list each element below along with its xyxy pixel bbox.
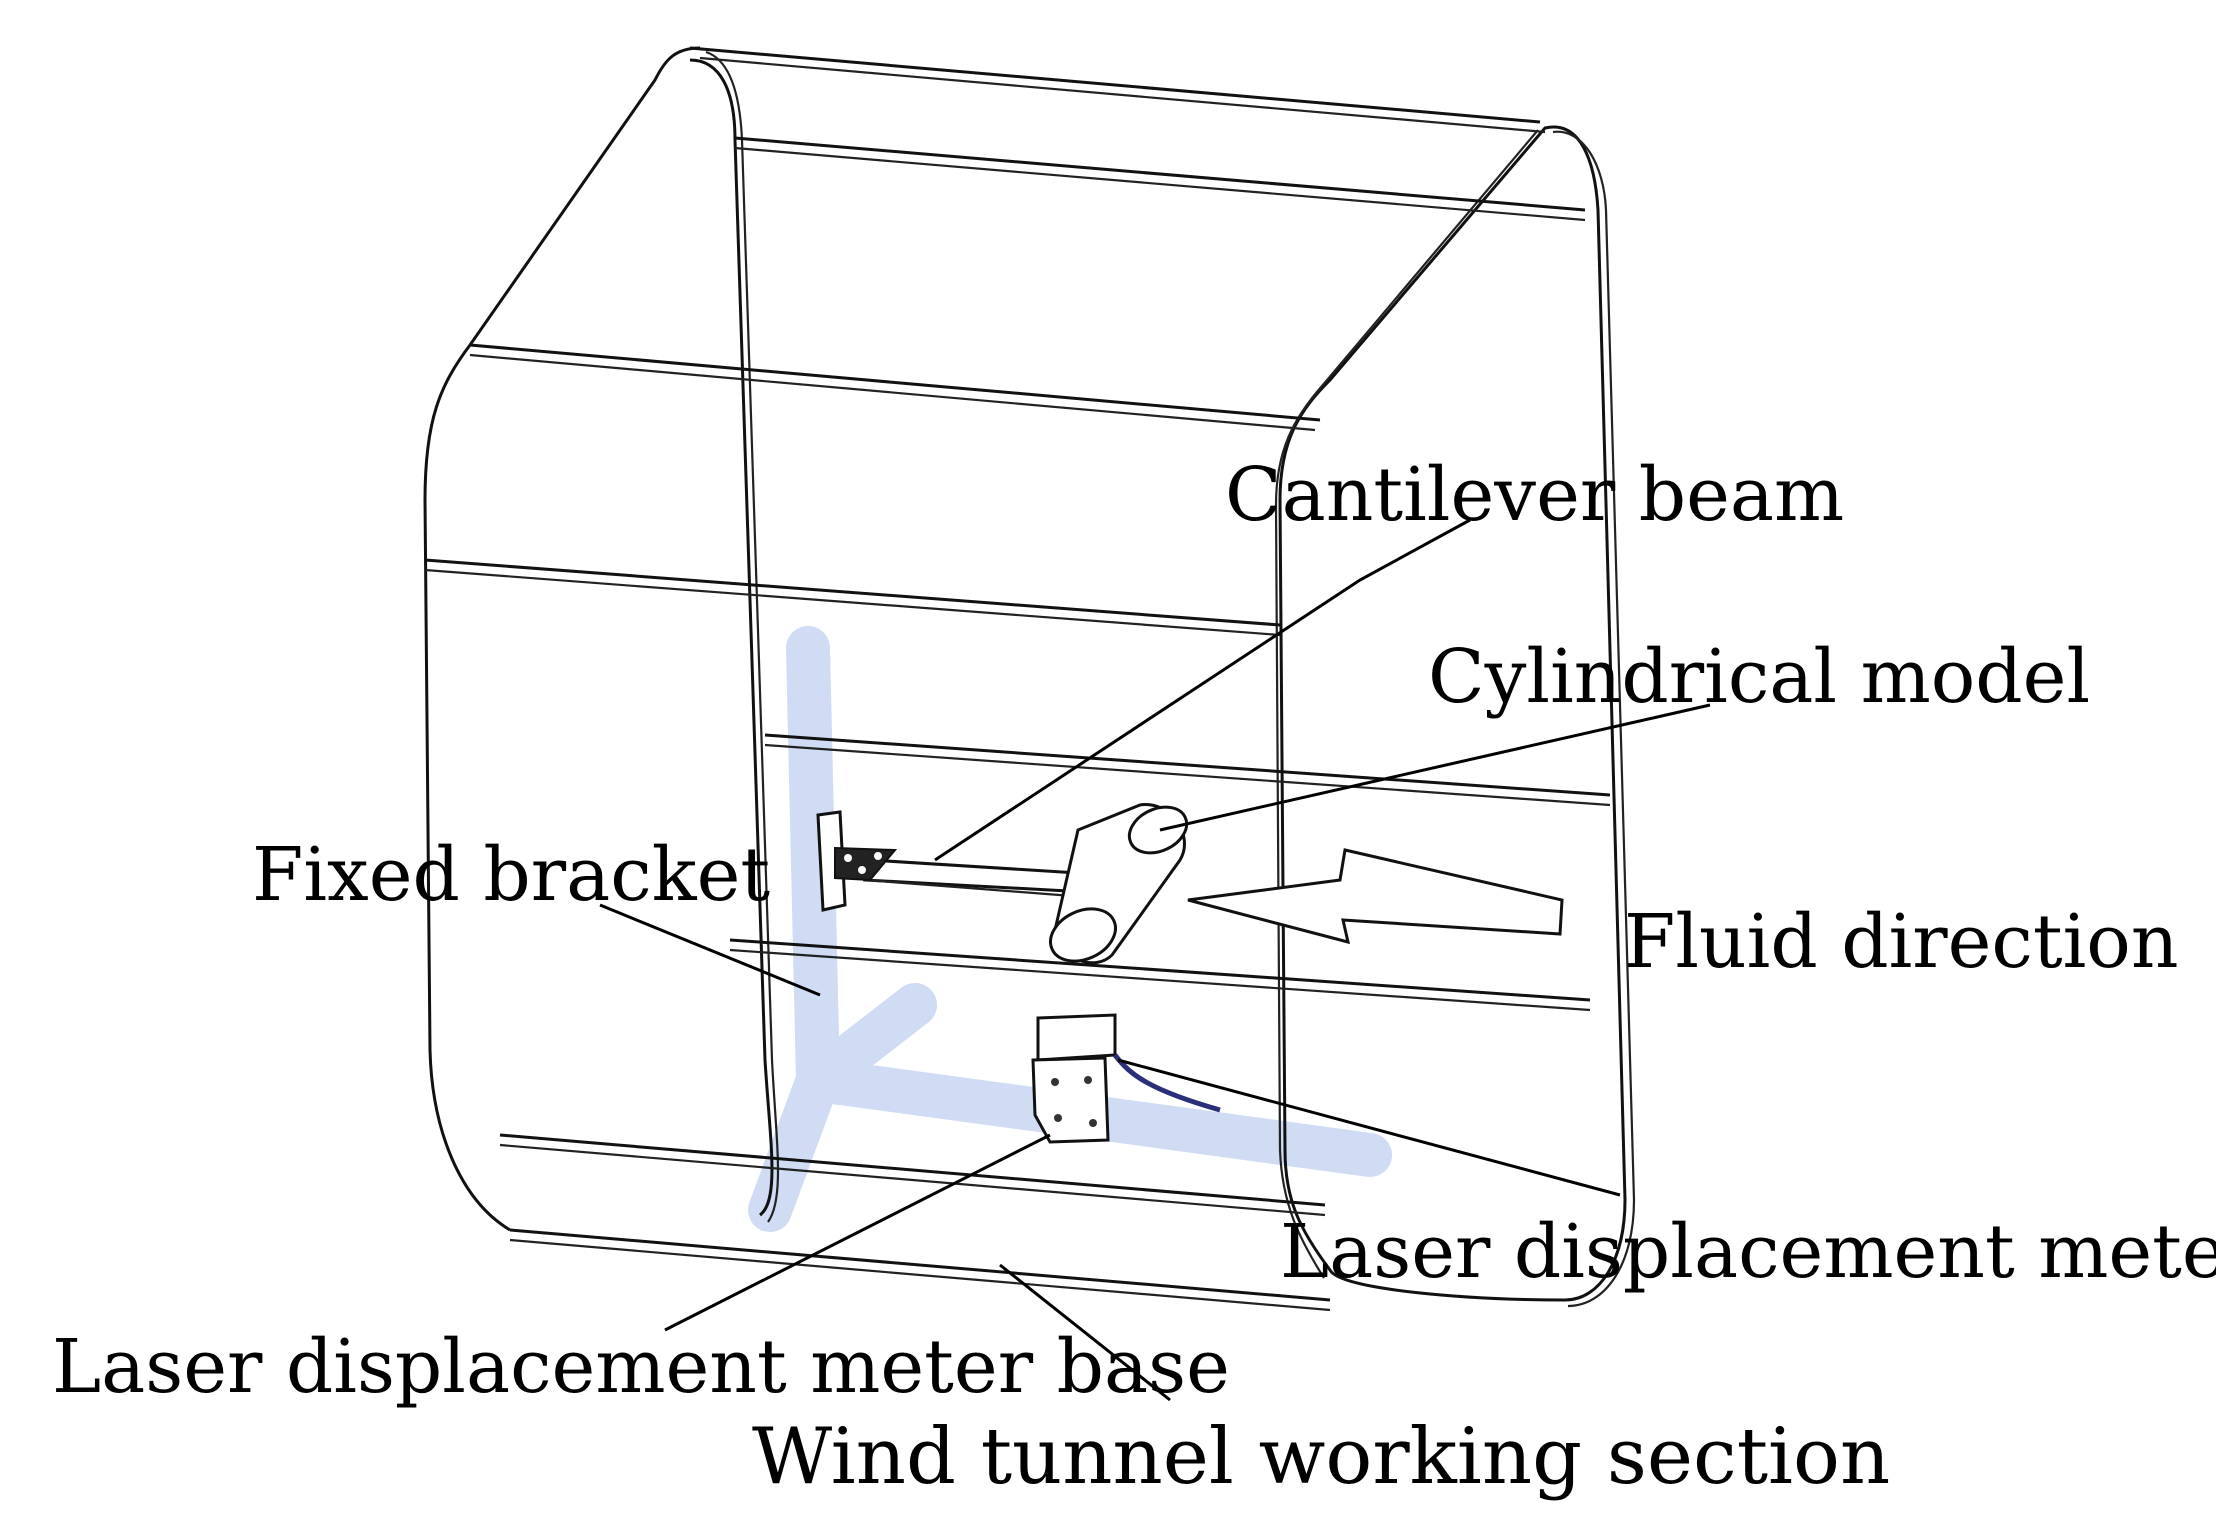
fluid-direction-arrow [1187, 848, 1564, 945]
label-fixed-bracket: Fixed bracket [252, 832, 771, 918]
label-cantilever-beam: Cantilever beam [1225, 452, 1845, 538]
label-fluid-direction: Fluid direction [1624, 899, 2179, 985]
leader-lines [599, 518, 1711, 1402]
label-cylindrical-model: Cylindrical model [1428, 634, 2091, 720]
cylindrical-model-shape [1049, 803, 1189, 965]
leader-laser-displacement-meter [1117, 1058, 1621, 1197]
leader-cylindrical-model [1159, 703, 1711, 832]
leader-laser-base [664, 1133, 1051, 1332]
leader-cantilever-beam [934, 518, 1471, 862]
wind-tunnel-outline [423, 46, 1636, 1312]
fixed-plate-shape [816, 810, 898, 912]
leader-fixed-bracket [599, 903, 821, 997]
leader-wind-tunnel [999, 1263, 1171, 1402]
label-wind-tunnel-working-section: Wind tunnel working section [752, 1412, 1891, 1502]
label-laser-displacement-meter-base: Laser displacement meter base [52, 1324, 1230, 1410]
label-laser-displacement-meter: Laser displacement meter [1280, 1209, 2216, 1295]
